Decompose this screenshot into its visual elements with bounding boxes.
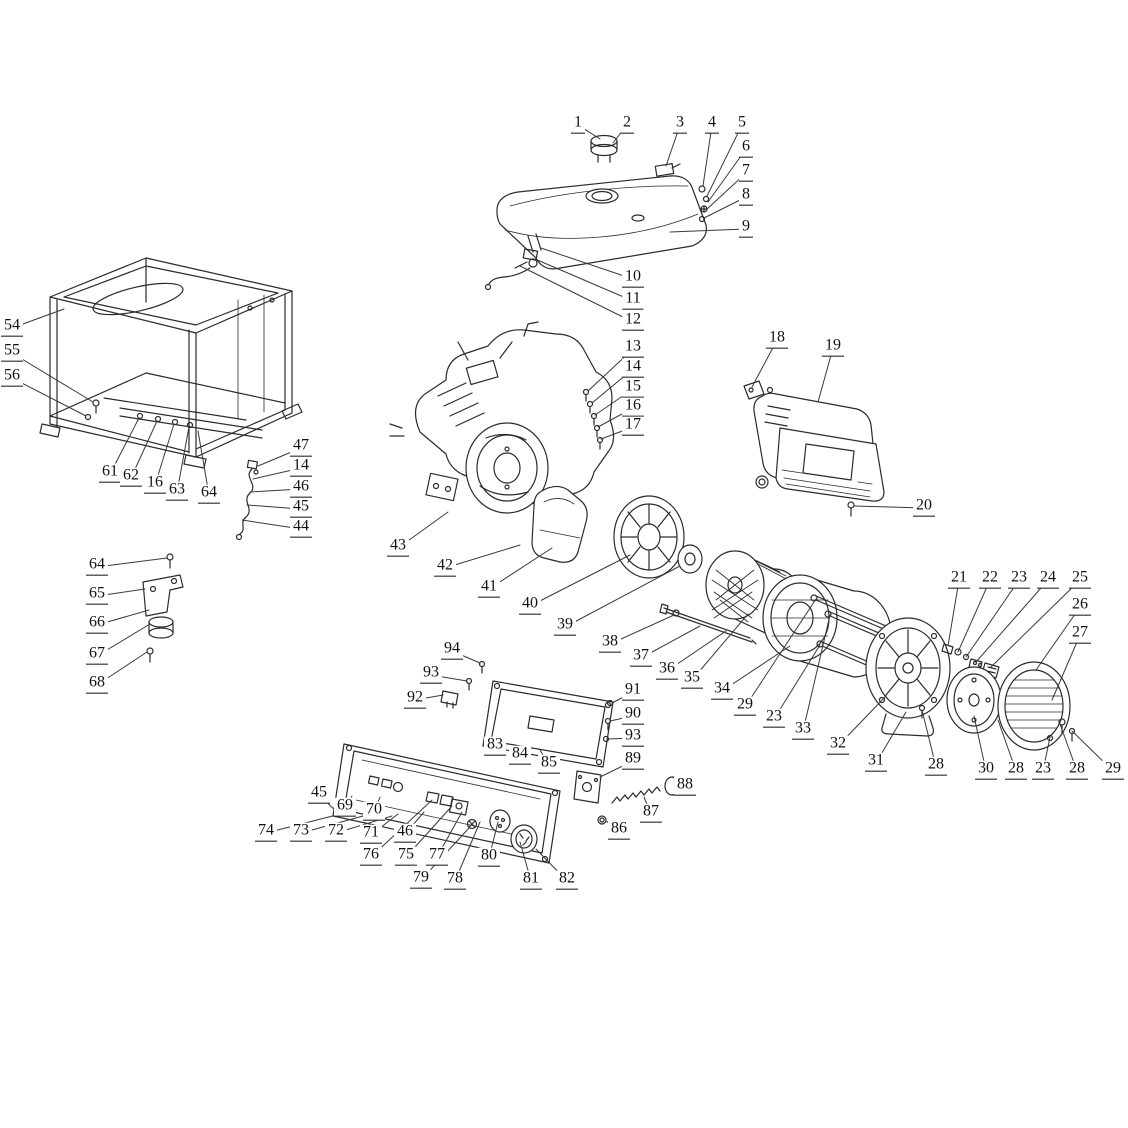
leader-line-19-18 <box>817 347 834 403</box>
leader-line-29-48 <box>744 598 817 708</box>
leader-line-55-21 <box>11 352 94 403</box>
end-bracket-drawing <box>865 617 951 737</box>
leader-line-93-67 <box>430 674 468 682</box>
fuel-tank-drawing <box>484 134 710 291</box>
wire-harness-drawing <box>235 459 259 541</box>
breather-parts-drawing <box>573 770 693 825</box>
leader-line-82-94 <box>535 848 568 882</box>
leader-line-6-5 <box>707 148 747 203</box>
leader-line-32-51 <box>837 695 887 747</box>
leader-line-26-58 <box>1035 606 1081 671</box>
leader-line-63-26 <box>176 426 190 493</box>
muffler-drawing <box>743 380 885 517</box>
leader-line-43-38 <box>397 511 449 549</box>
leader-line-37-44 <box>640 625 701 659</box>
leader-line-7-6 <box>705 172 747 211</box>
leader-line-40-41 <box>529 554 631 607</box>
leader-line-16-25 <box>154 423 175 486</box>
leader-line-44-32 <box>241 519 302 530</box>
leader-line-67-36 <box>96 623 151 657</box>
leader-line-92-68 <box>414 694 444 701</box>
leader-line-93-71 <box>607 737 634 740</box>
leader-line-87-77 <box>643 796 652 815</box>
leader-line-68-37 <box>96 651 148 686</box>
leader-line-94-66 <box>451 650 481 664</box>
leader-line-27-59 <box>1051 634 1081 701</box>
leader-line-56-22 <box>11 377 87 417</box>
engine-screws-drawing <box>582 388 604 450</box>
leader-line-89-75 <box>599 760 634 778</box>
leader-line-46-30 <box>249 488 302 493</box>
leader-line-12-11 <box>519 265 634 323</box>
leader-line-20-19 <box>853 505 925 509</box>
leader-line-34-47 <box>721 645 791 692</box>
leader-line-31-52 <box>875 711 907 764</box>
leader-line-45-31 <box>246 504 302 510</box>
leader-line-41-40 <box>488 547 553 590</box>
leader-line-29-65 <box>1071 730 1114 772</box>
leader-line-25-57 <box>990 579 1081 668</box>
end-cover-drawing <box>918 661 1076 751</box>
leader-line-23-49 <box>773 644 821 720</box>
leader-line-5-4 <box>706 124 743 197</box>
leader-line-91-69 <box>611 691 634 704</box>
leader-line-65-34 <box>96 588 146 597</box>
leader-line-4-3 <box>702 124 713 187</box>
leader-line-3-2 <box>665 124 681 167</box>
mount-bracket-drawing <box>142 553 184 663</box>
leader-line-2-1 <box>612 124 628 144</box>
leader-line-23-55 <box>965 579 1020 658</box>
leader-line-39-42 <box>564 565 681 628</box>
leader-line-38-43 <box>609 614 675 645</box>
fan-drawing <box>613 495 703 579</box>
leader-line-35-46 <box>691 613 749 681</box>
leader-line-86-78 <box>605 820 620 832</box>
control-panel-drawing <box>332 743 561 864</box>
leader-line-11-10 <box>534 258 634 302</box>
leader-line-61-23 <box>109 417 140 475</box>
leader-line-21-53 <box>947 579 960 647</box>
leader-line-24-56 <box>975 579 1049 663</box>
leader-line-64-33 <box>96 557 168 568</box>
air-guide-drawing <box>531 485 588 563</box>
rear-cover-drawing <box>946 666 1002 734</box>
leader-line-42-39 <box>444 544 521 569</box>
engine-drawing <box>389 321 615 514</box>
leader-line-45-79 <box>318 794 338 813</box>
leader-line-18-17 <box>751 339 778 388</box>
leader-line-8-7 <box>703 196 747 219</box>
leader-line-9-8 <box>669 228 747 233</box>
leader-line-62-24 <box>130 420 158 479</box>
panel-bracket-drawing <box>440 660 614 768</box>
leader-line-14-29 <box>252 467 302 480</box>
leader-line-22-54 <box>957 579 991 653</box>
leader-line-47-28 <box>257 447 302 467</box>
leader-line-1-0 <box>577 124 601 140</box>
leader-line-66-35 <box>96 609 150 626</box>
leader-line-64-27 <box>197 430 210 496</box>
leader-line-28-60 <box>921 709 937 768</box>
leader-line-10-9 <box>540 247 634 280</box>
leader-line-54-20 <box>11 308 65 329</box>
frame-drawing <box>39 257 303 469</box>
leader-line-33-50 <box>802 614 831 732</box>
leader-line-90-70 <box>609 715 634 722</box>
